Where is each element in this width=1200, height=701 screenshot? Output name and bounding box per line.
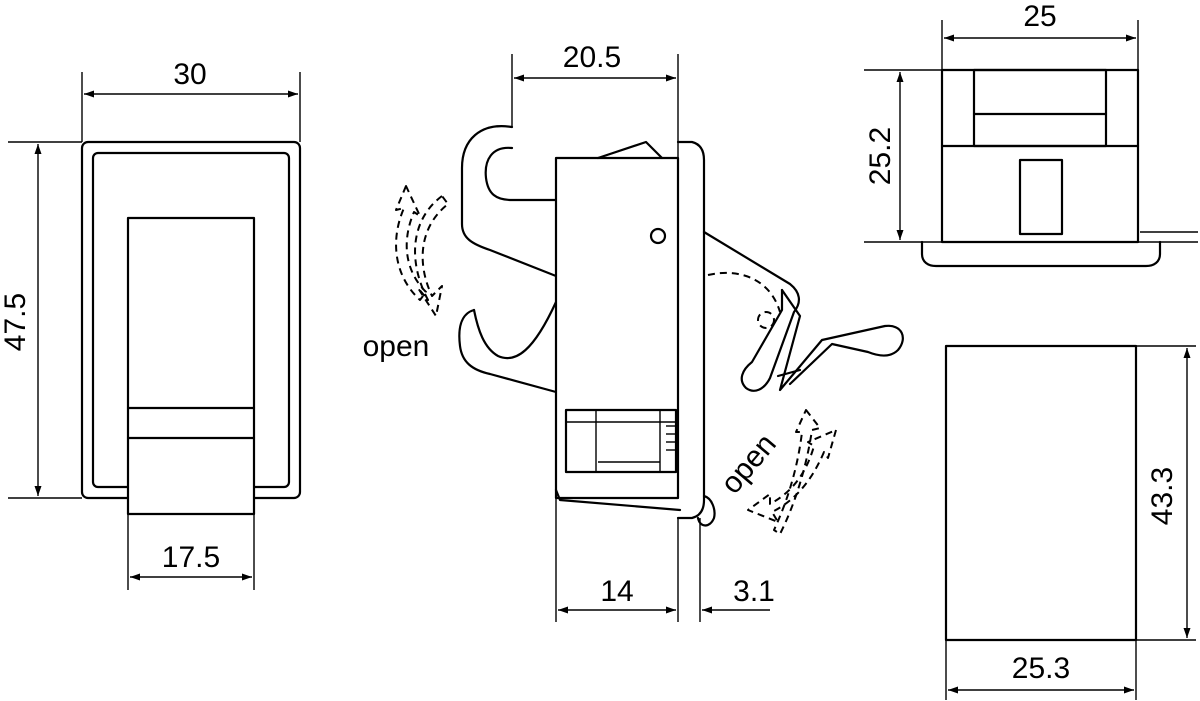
pivot-hole: [649, 227, 667, 245]
dim-front-bottom-width: 17.5: [127, 514, 255, 590]
top-handle: [972, 68, 1108, 148]
dim-cutout-height: 43.3: [1136, 345, 1196, 641]
open-arrows-right: open: [715, 409, 837, 535]
upper-hook-outer: [460, 125, 558, 278]
body-bottom-lip: [554, 488, 682, 512]
upper-hook-inner: [484, 146, 558, 202]
open-arrows-left: open: [363, 185, 449, 363]
dim-side-bottom-width: 14: [555, 498, 679, 622]
dim-front-width: 30: [81, 58, 301, 142]
dim-side-bottom-width-label: 14: [600, 575, 633, 608]
dim-front-height-label: 47.5: [0, 293, 32, 351]
trigger-lever-back: [702, 230, 800, 392]
dim-top-width-label: 25: [1023, 0, 1056, 33]
lever-travel-path: [707, 271, 781, 313]
dim-front-height: 47.5: [0, 141, 82, 499]
body-top-tab: [596, 140, 664, 160]
lower-hook-inner: [472, 300, 558, 360]
dim-top-height-label: 25.2: [864, 127, 897, 185]
dim-cutout-height-label: 43.3: [1146, 467, 1179, 525]
top-view: 25 25.2: [864, 0, 1198, 268]
trigger-lever-front: [778, 288, 904, 392]
dim-cutout-width: 25.3: [945, 640, 1137, 700]
top-slot: [1018, 158, 1064, 236]
top-flange: [920, 240, 1162, 268]
dim-side-thickness: 3.1: [699, 518, 775, 622]
panel-cutout: [944, 344, 1138, 642]
dim-cutout-width-label: 25.3: [1012, 652, 1070, 685]
top-body: [940, 68, 1140, 244]
cutout-view: 43.3 25.3: [944, 344, 1196, 700]
mounting-flange: [676, 140, 706, 520]
dim-side-top-width-label: 20.5: [563, 41, 621, 74]
dim-side-top-width: 20.5: [511, 41, 679, 158]
front-view: 30 47.5 17.5: [0, 58, 302, 590]
spring-mechanism: [564, 408, 678, 474]
open-label-right: open: [715, 428, 783, 500]
dim-top-height: 25.2: [864, 69, 942, 240]
lower-hook-outer: [458, 308, 558, 394]
dim-front-bottom-width-label: 17.5: [162, 541, 220, 574]
side-view: open open 20.5 14 3.1: [363, 41, 904, 622]
dim-front-width-label: 30: [173, 58, 206, 91]
lever-pivot-dashed: [757, 311, 775, 329]
front-handle: [126, 216, 256, 516]
open-label-left: open: [363, 330, 430, 363]
latch-body: [554, 156, 680, 500]
dim-side-thickness-label: 3.1: [733, 575, 775, 608]
dim-top-width: 25: [941, 0, 1139, 70]
